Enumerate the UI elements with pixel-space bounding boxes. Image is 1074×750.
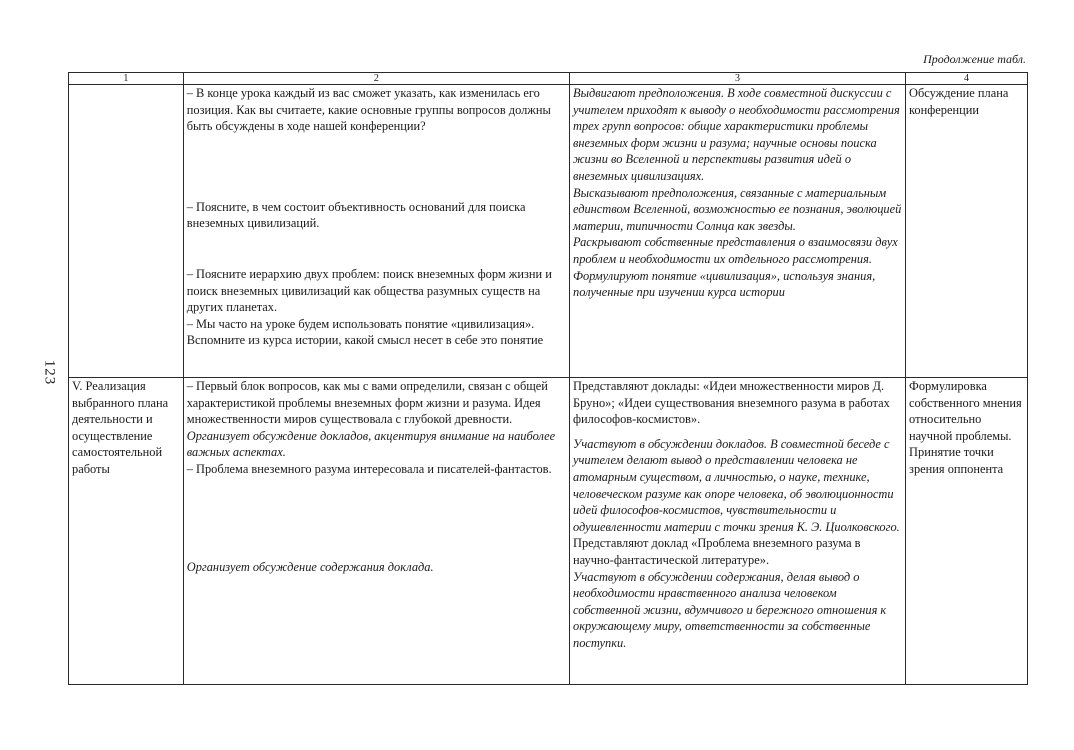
column-header-2: 2 xyxy=(182,72,571,85)
row2-stage-cell: V. Реализация выбранного плана деятельно… xyxy=(68,377,184,685)
lesson-plan-table: 1 2 3 4 – В конце урока каждый из вас см… xyxy=(68,72,1028,685)
row2-teacher-item-4: Организует обсуждение содержания доклада… xyxy=(186,559,434,574)
row1-result-cell: Обсуждение плана конференции xyxy=(905,84,1028,378)
row1-teacher-cell: – В конце урока каждый из вас сможет ука… xyxy=(182,84,571,378)
table-row: V. Реализация выбранного плана деятельно… xyxy=(68,377,1028,685)
row2-teacher-cell: – Первый блок вопросов, как мы с вами оп… xyxy=(182,377,571,685)
row2-student-cell: Представляют доклады: «Идеи множественно… xyxy=(568,377,907,685)
row2-student-activity-3: Представляют доклад «Проблема внеземного… xyxy=(573,536,861,567)
row1-stage-cell xyxy=(68,84,184,378)
row1-teacher-question-4: – Мы часто на уроке будем использовать п… xyxy=(186,316,544,348)
row2-teacher-item-2: Организует обсуждение докладов, акцентир… xyxy=(186,428,556,460)
row1-teacher-question-2: – Поясните, в чем состоит объективность … xyxy=(186,199,526,231)
row1-student-cell: Выдвигают предположения. В ходе совместн… xyxy=(568,84,907,378)
row2-student-activity-2: Участвуют в обсуждении докладов. В совме… xyxy=(573,436,900,534)
table-row: – В конце урока каждый из вас сможет ука… xyxy=(68,84,1028,378)
page-number: 123 xyxy=(41,359,58,386)
row1-student-activity-3: Раскрывают собственные представления о в… xyxy=(573,235,898,266)
column-header-3: 3 xyxy=(568,72,907,85)
row1-student-activity-4: Формулируют понятие «цивилизация», испол… xyxy=(573,268,876,300)
row1-student-activity-2: Высказывают предположения, связанные с м… xyxy=(573,185,902,233)
row2-teacher-item-1: – Первый блок вопросов, как мы с вами оп… xyxy=(186,379,548,427)
column-header-4: 4 xyxy=(905,72,1028,85)
row2-result-cell: Формулировка собственного мнения относит… xyxy=(905,377,1028,685)
row1-teacher-question-3: – Поясните иерархию двух проблем: поиск … xyxy=(186,266,552,315)
row2-student-activity-4: Участвуют в обсуждении содержания, делая… xyxy=(573,569,887,650)
row2-student-activity-1: Представляют доклады: «Идеи множественно… xyxy=(573,379,890,427)
column-header-1: 1 xyxy=(68,72,184,85)
row1-teacher-question-1: – В конце урока каждый из вас сможет ука… xyxy=(186,86,551,134)
continuation-label: Продолжение табл. xyxy=(923,52,1026,66)
table-header-row: 1 2 3 4 xyxy=(68,72,1028,85)
row1-student-activity-1: Выдвигают предположения. В ходе совместн… xyxy=(573,86,900,183)
row2-teacher-item-3: – Проблема внеземного разума интересовал… xyxy=(186,461,552,476)
